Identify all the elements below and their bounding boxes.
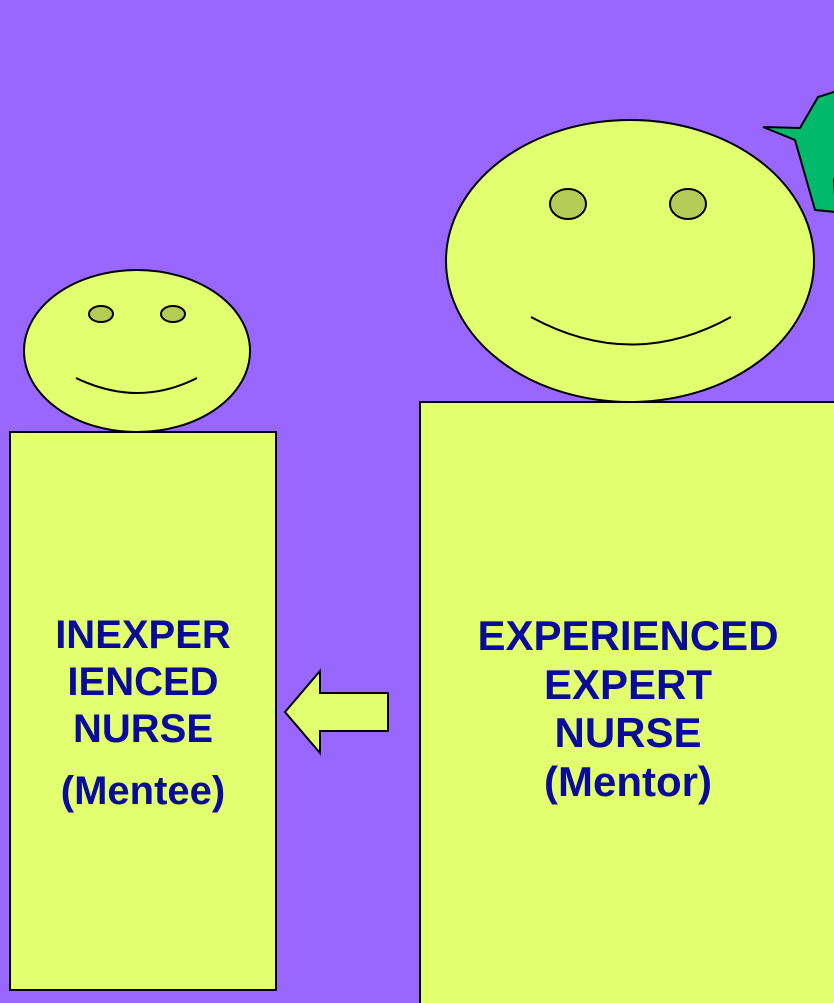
mentor-eye-right [669, 188, 707, 220]
mentee-label-line2: IENCED [67, 660, 219, 705]
left-arrow-icon [283, 668, 389, 756]
mentee-eye-right [160, 305, 186, 323]
mentor-role: (Mentor) [544, 758, 712, 806]
mentee-eye-left [88, 305, 114, 323]
mentor-label: EXPERIENCED EXPERT NURSE (Mentor) [422, 612, 834, 807]
mentee-head [23, 269, 251, 433]
mentor-smile [530, 316, 732, 346]
mentor-figure [419, 119, 834, 1003]
mentor-eye-left [549, 188, 587, 220]
mentor-body [419, 401, 834, 1003]
mentee-smile [75, 377, 198, 394]
mentee-label-line3: NURSE [72, 707, 214, 752]
mentor-label-line3: NURSE [554, 709, 702, 757]
mentee-label-line1: INEXPER [55, 613, 231, 657]
mentor-head [445, 119, 815, 403]
star-icon [762, 90, 834, 213]
mentor-label-line1: EXPERIENCED [477, 612, 779, 659]
mentee-role: (Mentee) [60, 768, 226, 813]
mentee-body [9, 431, 277, 991]
mentee-figure [9, 269, 277, 991]
mentor-label-line2: EXPERT [543, 660, 713, 708]
mentee-label: INEXPER IENCED NURSE (Mentee) [10, 612, 276, 815]
